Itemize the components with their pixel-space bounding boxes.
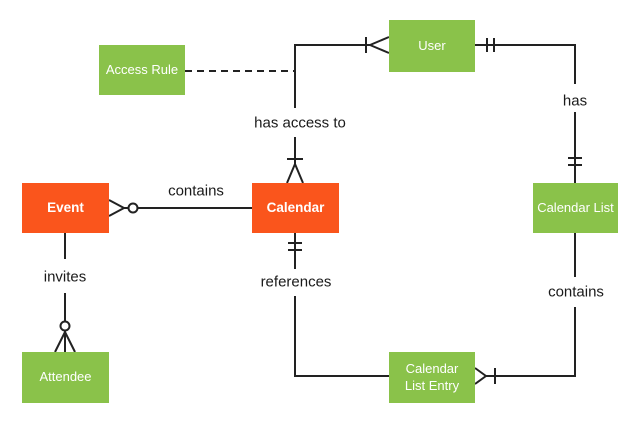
cardinality-zero-or-many-attendee-icon <box>54 320 76 353</box>
cardinality-exactly-one-user-icon <box>486 38 495 52</box>
relationship-line-has <box>475 38 582 183</box>
entity-attendee: Attendee <box>22 352 109 403</box>
cardinality-exactly-one-calendar-list-icon <box>568 157 582 166</box>
relationship-label-invites: invites <box>40 268 90 286</box>
entity-user: User <box>389 20 475 72</box>
entity-calendar: Calendar <box>252 183 339 233</box>
relationship-label-has-access-to: has access to <box>251 114 349 132</box>
relationship-line-contains-top <box>108 199 252 217</box>
cardinality-one-or-many-entry-icon <box>474 367 496 385</box>
relationship-line-references <box>288 233 389 377</box>
relationship-line-has-access-to <box>286 36 390 184</box>
relationship-label-contains-right: contains <box>545 283 607 301</box>
entity-calendar-list: Calendar List <box>533 183 618 233</box>
entity-access-rule: Access Rule <box>99 45 185 95</box>
relationship-label-references: references <box>257 273 335 291</box>
entity-calendar-list-entry: Calendar List Entry <box>389 352 475 403</box>
cardinality-zero-or-many-event-icon <box>108 199 139 217</box>
entity-event: Event <box>22 183 109 233</box>
relationship-label-contains-top: contains <box>168 182 224 200</box>
cardinality-one-or-many-calendar-icon <box>286 158 304 184</box>
cardinality-exactly-one-calendar-icon <box>288 242 302 251</box>
cardinality-one-or-many-user-icon <box>365 36 390 54</box>
relationship-label-has: has <box>559 92 591 110</box>
relationship-line-contains-right <box>474 233 576 385</box>
relationship-line-invites <box>54 233 76 353</box>
